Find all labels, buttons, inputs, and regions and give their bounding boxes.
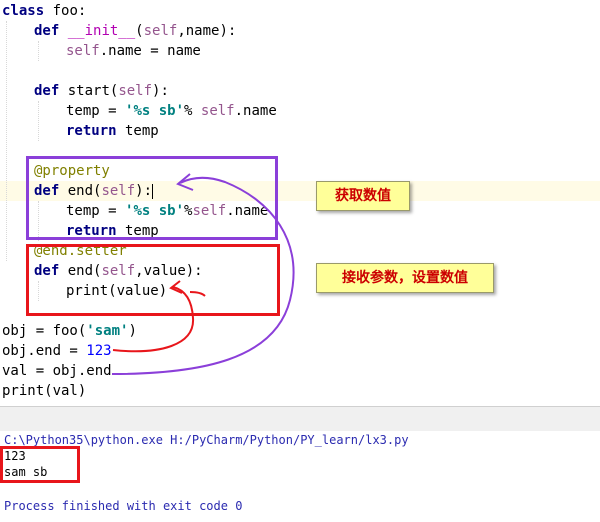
console-output-line: sam sb [4,465,48,479]
console-output-line: 123 [4,449,26,463]
code-token: ( [135,23,144,39]
getter-arrowhead [176,173,194,191]
code-token: .name = name [99,43,201,59]
code-token: self [101,263,136,279]
code-line[interactable]: @property [34,161,110,181]
code-token: self [200,103,235,119]
indent-guide [38,41,39,61]
console-exit-message: Process finished with exit code 0 [4,499,243,513]
setter-note: 接收参数，设置数值 [316,263,494,293]
code-token: self [192,203,227,219]
code-line[interactable]: obj.end = 123 [2,341,112,361]
code-line[interactable]: def start(self): [34,81,169,101]
code-token: .name [226,203,269,219]
code-token: temp = [66,103,126,119]
code-token: def [34,83,60,99]
code-line[interactable]: return temp [66,221,159,241]
code-token: '%s sb' [125,203,185,219]
console-toolbar-divider [0,406,600,432]
code-token: self [143,23,178,39]
code-editor[interactable]: class foo:def __init__(self,name):self.n… [0,0,600,406]
code-token: ,name): [177,23,237,39]
code-token: ) [128,323,137,339]
code-token: print(value) [66,283,168,299]
code-token: def [34,183,60,199]
code-token: ,value): [135,263,203,279]
code-token: self [66,43,100,59]
code-token: foo: [44,3,87,19]
code-line[interactable]: print(val) [2,381,86,401]
indent-guide [38,281,39,301]
console-output-highlight-box [0,446,80,483]
code-line[interactable]: temp = '%s sb'% self.name [66,101,277,121]
code-token: return [66,223,117,239]
code-token: .name [234,103,277,119]
code-token: val = obj.end [2,363,112,379]
code-token: self [118,83,153,99]
code-token: end( [59,183,102,199]
current-line-highlight [0,181,600,201]
text-caret [152,183,154,199]
code-token: 'sam' [86,323,129,339]
setter-arrowhead [169,280,183,294]
code-token: ): [135,183,153,199]
code-token: % [184,103,201,119]
code-line[interactable]: self.name = name [66,41,201,61]
code-token: @property [34,163,110,179]
indent-guide [38,201,39,241]
code-line[interactable]: val = obj.end [2,361,112,381]
code-line[interactable]: def __init__(self,name): [34,21,236,41]
code-token: __init__ [67,23,136,39]
code-token: % [184,203,193,219]
code-line[interactable]: print(value) [66,281,167,301]
code-token: return [66,123,117,139]
getter-note: 获取数值 [316,181,410,211]
code-token: temp [116,123,159,139]
code-token: obj.end = [2,343,87,359]
code-token: def [34,263,60,279]
code-token: '%s sb' [125,103,185,119]
code-line[interactable]: def end(self,value): [34,261,203,281]
code-token: end( [59,263,102,279]
code-token: class [2,3,45,19]
indent-guide [6,21,7,261]
code-token: start( [59,83,119,99]
indent-guide [38,101,39,141]
code-token: print(val) [2,383,87,399]
getter-highlight-box [26,156,278,240]
code-line[interactable]: return temp [66,121,159,141]
run-console[interactable]: C:\Python35\python.exe H:/PyCharm/Python… [0,431,600,522]
console-command: C:\Python35\python.exe H:/PyCharm/Python… [4,433,409,447]
code-token: @end.setter [34,243,127,259]
code-line[interactable]: obj = foo('sam') [2,321,137,341]
getter-arrow [111,176,295,375]
setter-arrow [112,286,195,353]
code-line[interactable]: @end.setter [34,241,127,261]
setter-highlight-box [26,244,280,316]
code-token: self [101,183,136,199]
code-token: ): [152,83,169,99]
code-token: obj = foo( [2,323,87,339]
code-line[interactable]: temp = '%s sb'%self.name [66,201,268,221]
code-token: temp = [66,203,126,219]
code-token: 123 [86,343,112,359]
code-token: temp [116,223,159,239]
setter-arrow-tail [189,291,206,297]
code-line[interactable]: class foo: [2,1,86,21]
code-token: def [34,23,60,39]
code-line[interactable]: def end(self): [34,181,154,201]
